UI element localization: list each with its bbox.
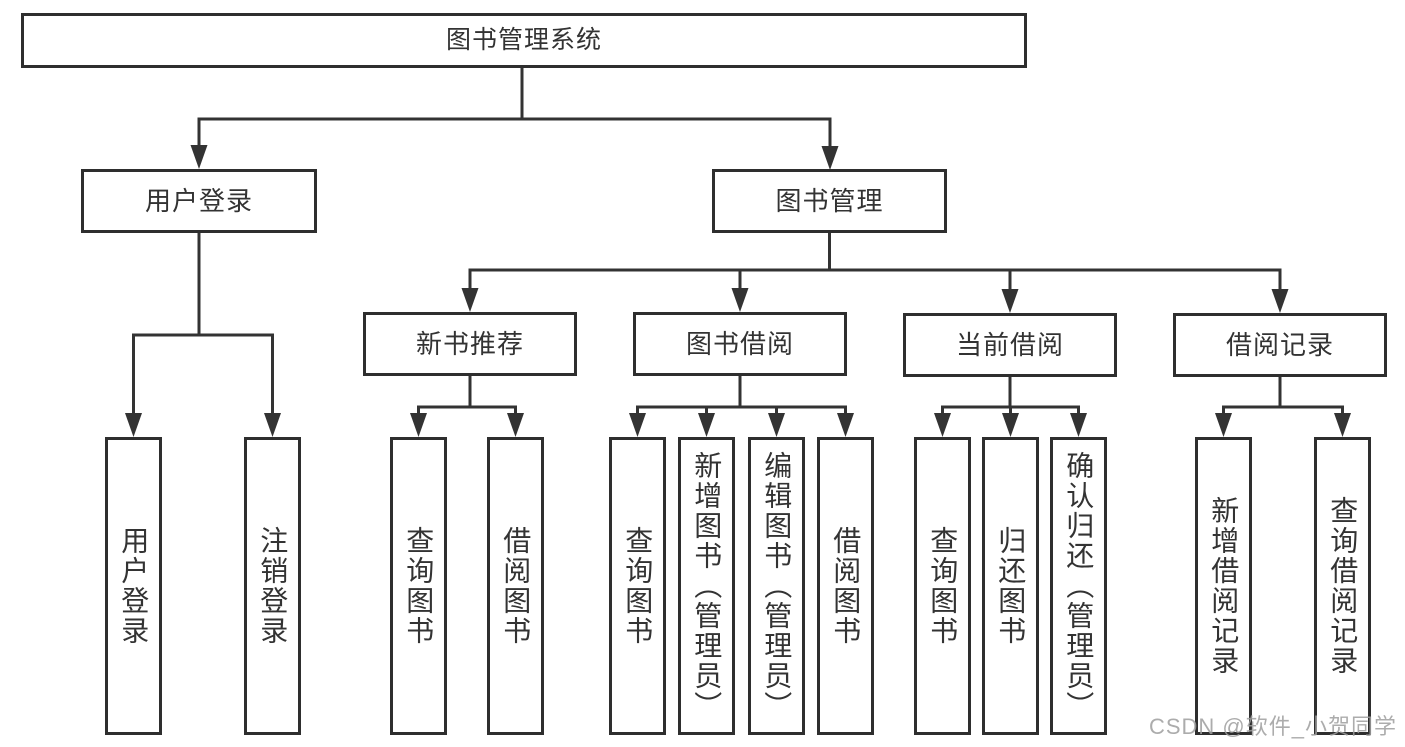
leaf-nb-borrow-books: 借阅图书 bbox=[487, 437, 544, 735]
leaf-br-add-record: 新增借阅记录 bbox=[1195, 437, 1252, 735]
leaf-bb-edit-books-admin: 编辑图书（管理员） bbox=[748, 437, 805, 735]
leaf-logout: 注销登录 bbox=[244, 437, 301, 735]
node-book-borrow: 图书借阅 bbox=[633, 312, 847, 376]
arrowheads bbox=[125, 145, 1351, 437]
node-new-book-recommend: 新书推荐 bbox=[363, 312, 577, 376]
node-current-borrow: 当前借阅 bbox=[903, 313, 1117, 377]
leaf-bb-borrow-books: 借阅图书 bbox=[817, 437, 874, 735]
leaf-cb-query-books: 查询图书 bbox=[914, 437, 971, 735]
leaf-br-query-record: 查询借阅记录 bbox=[1314, 437, 1371, 735]
leaf-cb-confirm-return-admin: 确认归还（管理员） bbox=[1050, 437, 1107, 735]
connector-new-books bbox=[417, 376, 517, 420]
connector-borrow-records bbox=[1222, 377, 1344, 420]
connector-book-borrow bbox=[636, 376, 847, 420]
leaf-nb-query-books: 查询图书 bbox=[390, 437, 447, 735]
connector-book-mgmt bbox=[468, 233, 1282, 294]
leaf-user-login: 用户登录 bbox=[105, 437, 162, 735]
node-book-management: 图书管理 bbox=[712, 169, 947, 233]
leaf-bb-query-books: 查询图书 bbox=[609, 437, 666, 735]
connector-root bbox=[197, 67, 832, 151]
node-library-system: 图书管理系统 bbox=[21, 13, 1027, 68]
leaf-cb-return-books: 归还图书 bbox=[982, 437, 1039, 735]
connector-user-login bbox=[132, 233, 274, 420]
node-borrow-records: 借阅记录 bbox=[1173, 313, 1387, 377]
leaf-bb-add-books-admin: 新增图书（管理员） bbox=[678, 437, 735, 735]
node-user-login: 用户登录 bbox=[81, 169, 317, 233]
